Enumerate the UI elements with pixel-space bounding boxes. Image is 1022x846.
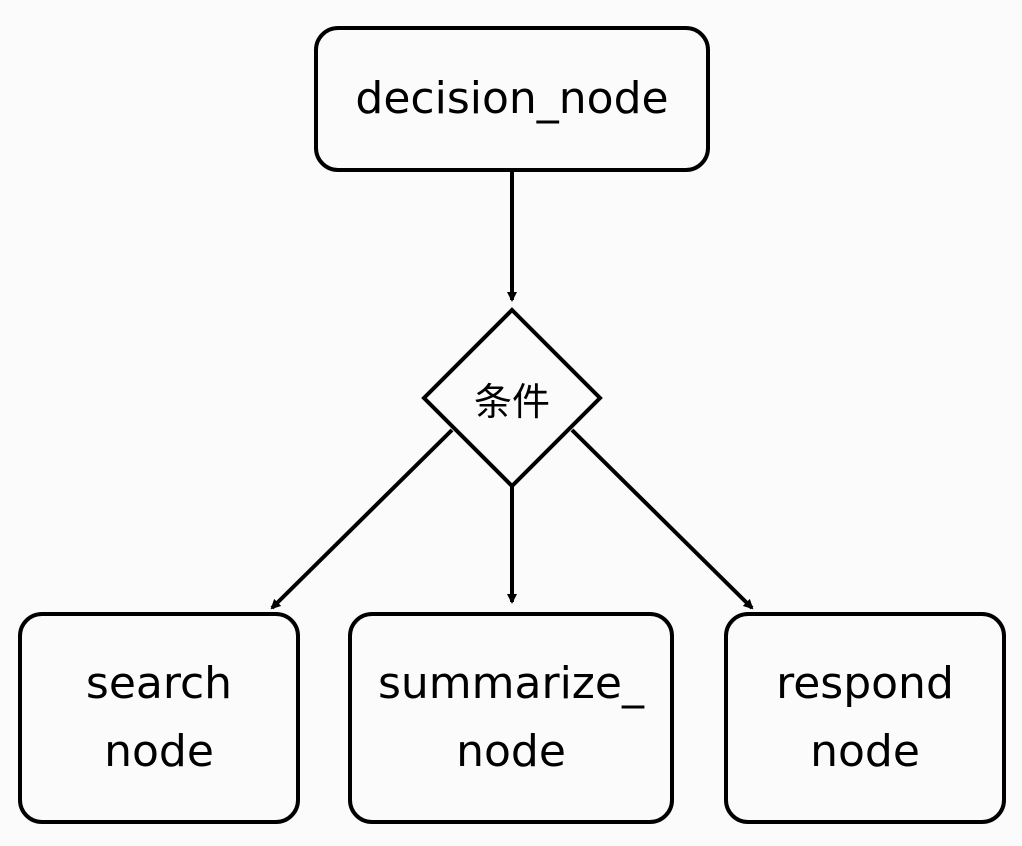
respond-node-text: respond node (776, 650, 954, 786)
summarize-node-line2: node (456, 726, 566, 777)
search-node-line2: node (104, 726, 214, 777)
decision-node-label: decision_node (355, 72, 669, 124)
summarize-node-box: summarize_ node (348, 612, 674, 824)
search-node-text: search node (86, 650, 232, 786)
decision-node-box: decision_node (314, 26, 710, 172)
search-node-line1: search (85, 657, 233, 709)
edge-condition-to-respond (570, 428, 754, 610)
condition-label: 条件 (473, 379, 550, 424)
respond-node-box: respond node (724, 612, 1006, 824)
respond-node-line1: respond (776, 657, 954, 709)
summarize-node-text: summarize_ node (378, 650, 644, 786)
summarize-node-line1: summarize_ (378, 657, 644, 709)
search-node-box: search node (18, 612, 300, 824)
edge-condition-to-search (270, 428, 454, 610)
respond-node-line2: node (810, 726, 920, 777)
